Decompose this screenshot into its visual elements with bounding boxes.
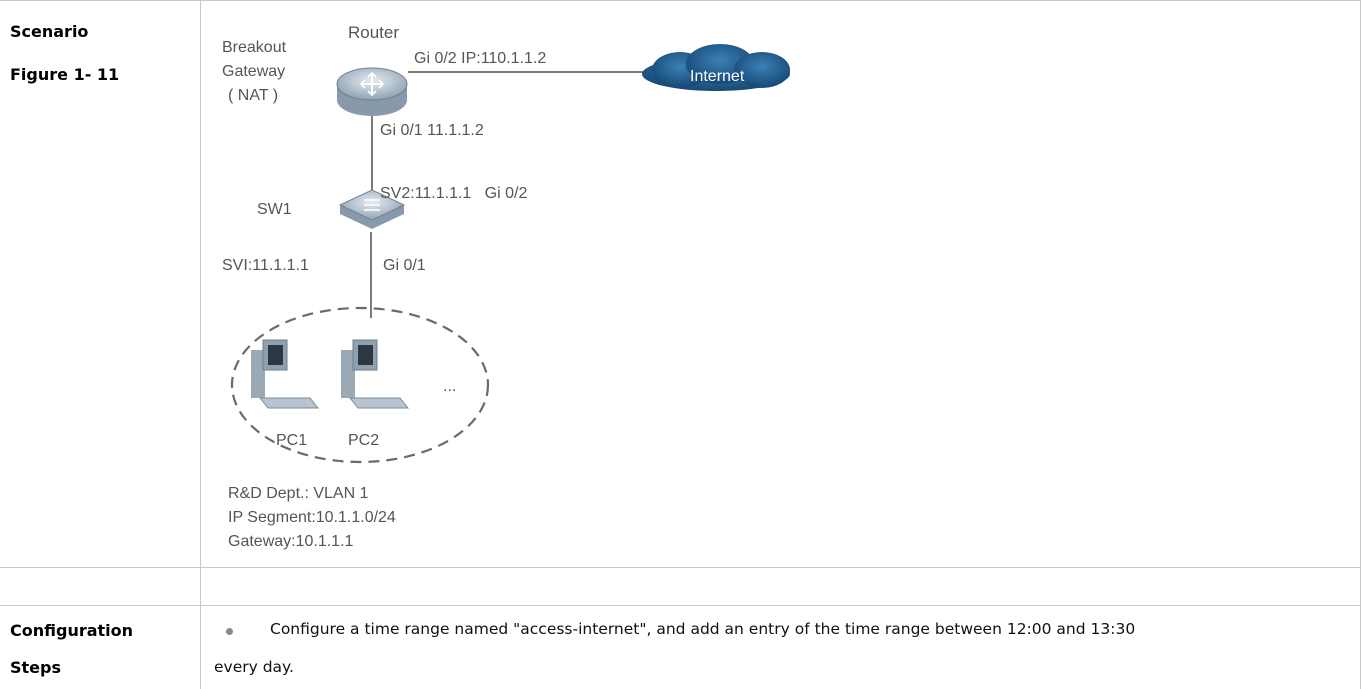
table-top-border [0,0,1361,1]
switch-icon [338,189,406,229]
diagram-footer-line-2: IP Segment:10.1.1.0/24 [228,509,396,526]
sw1-uplink-label: SV2:11.1.1.1 Gi 0/2 [380,185,527,202]
diagram-footer-line-1: R&D Dept.: VLAN 1 [228,485,369,502]
row-divider-2 [0,605,1361,606]
pc1-label: PC1 [276,432,307,449]
step-text-line-2: every day. [214,658,294,676]
network-diagram: Router Breakout Gateway ( NAT ) Gi 0/2 I… [222,23,790,550]
router-role-line-2: Gateway [222,63,285,80]
internet-cloud-icon [642,44,790,91]
pc2-label: PC2 [348,432,379,449]
row-label-steps: Steps [10,658,61,677]
row-label-scenario: Scenario [10,22,89,41]
sw1-gi01-label: Gi 0/1 [383,257,426,274]
router-label: Router [348,23,399,42]
row-label-figure: Figure 1- 11 [10,65,120,84]
router-role-line-3: ( NAT ) [228,87,278,104]
row-label-configuration: Configuration [10,621,134,640]
pc-ellipsis: ... [443,378,456,395]
router-gi02-label: Gi 0/2 IP:110.1.1.2 [414,50,546,67]
pc1-icon [251,339,320,409]
pc-group-boundary [230,306,490,464]
router-gi01-label: Gi 0/1 11.1.1.2 [380,122,484,139]
sw1-svi-label: SVI:11.1.1.1 [222,257,309,274]
router-role-line-1: Breakout [222,39,287,56]
column-divider [200,0,201,689]
step-bullet [226,628,233,635]
router-icon [336,67,408,116]
sw1-label: SW1 [257,201,292,218]
row-divider-1 [0,567,1361,568]
internet-label: Internet [690,68,745,85]
diagram-footer-line-3: Gateway:10.1.1.1 [228,533,354,550]
pc2-icon [341,339,410,409]
step-text-line-1: Configure a time range named "access-int… [270,620,1136,638]
